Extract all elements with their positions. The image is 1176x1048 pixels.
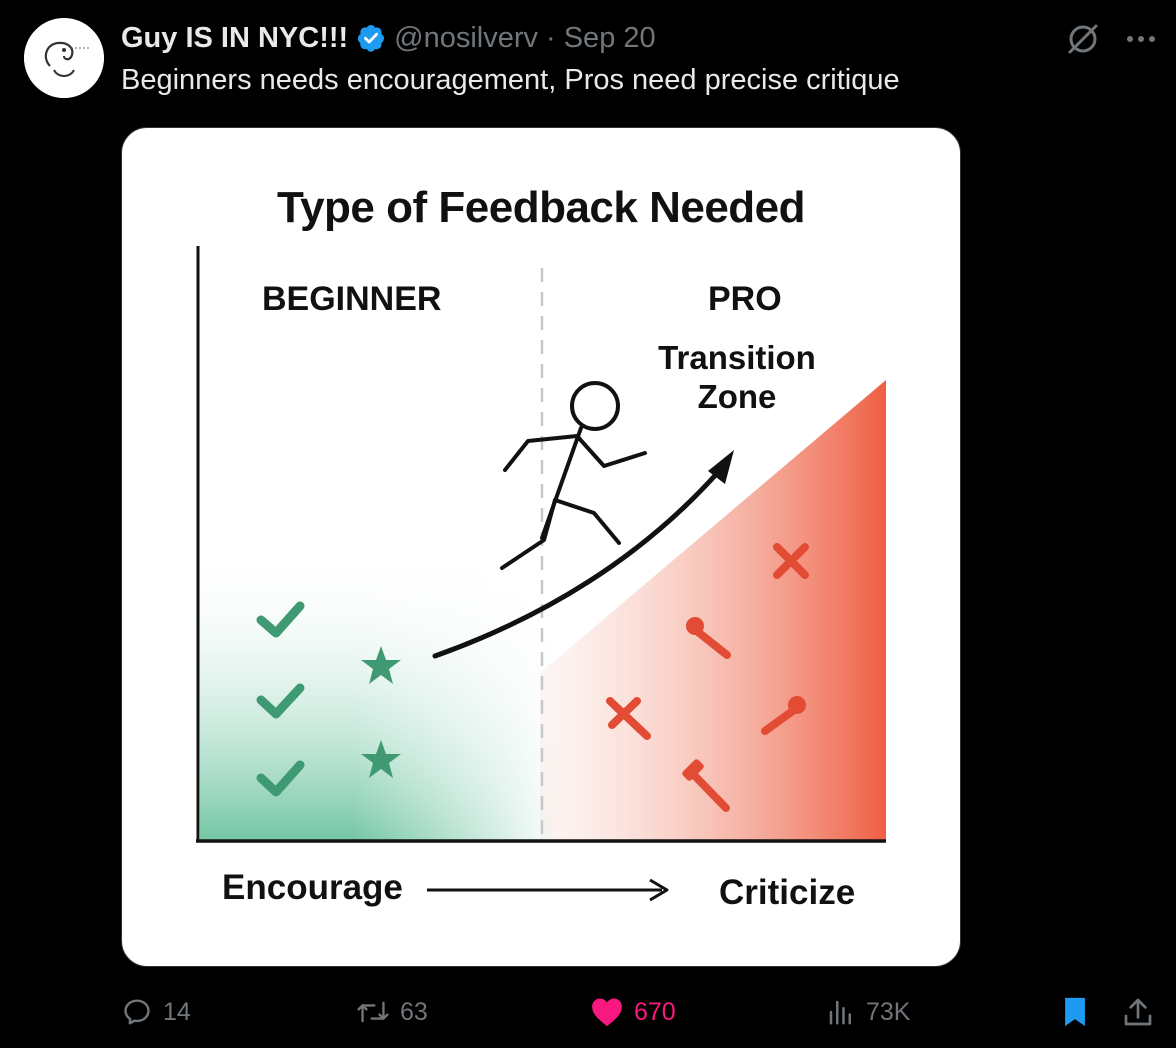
criticize-label: Criticize xyxy=(719,873,856,912)
tweet-action-bar: 14 63 670 73K xyxy=(0,988,1176,1036)
bookmark-icon xyxy=(1065,997,1085,1027)
running-figure xyxy=(500,381,647,570)
heart-icon xyxy=(592,998,622,1027)
progress-arrow xyxy=(432,467,723,659)
beginner-label: BEGINNER xyxy=(262,280,442,318)
check-icon-1 xyxy=(256,601,305,638)
repost-icon xyxy=(357,1001,389,1023)
views-count: 73K xyxy=(866,997,911,1026)
hammer-handle xyxy=(606,697,651,740)
zone-line-1: Transition xyxy=(658,339,816,376)
zone-line-2: Zone xyxy=(697,378,777,415)
reply-count: 14 xyxy=(163,997,191,1026)
tweet-text: Beginners needs encouragement, Pros need… xyxy=(121,64,900,96)
views-icon xyxy=(829,1000,851,1025)
like-button[interactable]: 670 xyxy=(590,988,676,1036)
feedback-illustration xyxy=(196,246,886,902)
encourage-label: Encourage xyxy=(222,868,403,907)
encourage-fade xyxy=(352,548,562,840)
wrench-icon-1 xyxy=(694,628,731,659)
axis-arrow-head xyxy=(649,878,669,902)
more-icon[interactable] xyxy=(1126,34,1156,44)
tweet-top-icons xyxy=(1066,22,1156,56)
transition-zone-label: Transition Zone xyxy=(642,338,832,416)
reply-icon xyxy=(124,999,150,1025)
avatar[interactable] xyxy=(24,18,104,98)
hammer-icon xyxy=(688,769,730,812)
check-icon-2 xyxy=(256,683,305,719)
hammer-head xyxy=(608,697,641,729)
share-icon xyxy=(1124,998,1152,1026)
check-icon-3 xyxy=(256,760,305,797)
tweet-header: Guy IS IN NYC!!! @nosilverv · Sep 20 xyxy=(121,18,656,58)
separator-dot: · xyxy=(546,21,556,54)
like-count: 670 xyxy=(634,997,676,1026)
repost-count: 63 xyxy=(400,997,428,1026)
cross-icon xyxy=(773,543,809,579)
wrench-icon-2 xyxy=(761,706,798,735)
views-button[interactable]: 73K xyxy=(826,988,910,1036)
author-handle[interactable]: @nosilverv xyxy=(394,21,539,54)
pro-label: PRO xyxy=(708,280,782,318)
bookmark-button[interactable] xyxy=(1060,988,1090,1036)
star-icon-2 xyxy=(361,740,401,778)
grok-icon[interactable] xyxy=(1066,22,1100,56)
star-icon-1 xyxy=(361,646,401,684)
share-button[interactable] xyxy=(1122,988,1154,1036)
author-name[interactable]: Guy IS IN NYC!!! xyxy=(121,21,349,54)
progress-arrow-head xyxy=(708,450,734,484)
reply-button[interactable]: 14 xyxy=(121,988,191,1036)
image-title: Type of Feedback Needed xyxy=(276,183,806,232)
repost-button[interactable]: 63 xyxy=(356,988,428,1036)
tweet-date[interactable]: Sep 20 xyxy=(563,21,656,54)
tweet-image[interactable]: Type of Feedback Needed BEGINNER PRO Tra… xyxy=(121,127,961,967)
sketch-face-avatar xyxy=(24,18,104,98)
verified-badge-icon xyxy=(358,24,385,52)
critique-wedge xyxy=(540,380,886,840)
